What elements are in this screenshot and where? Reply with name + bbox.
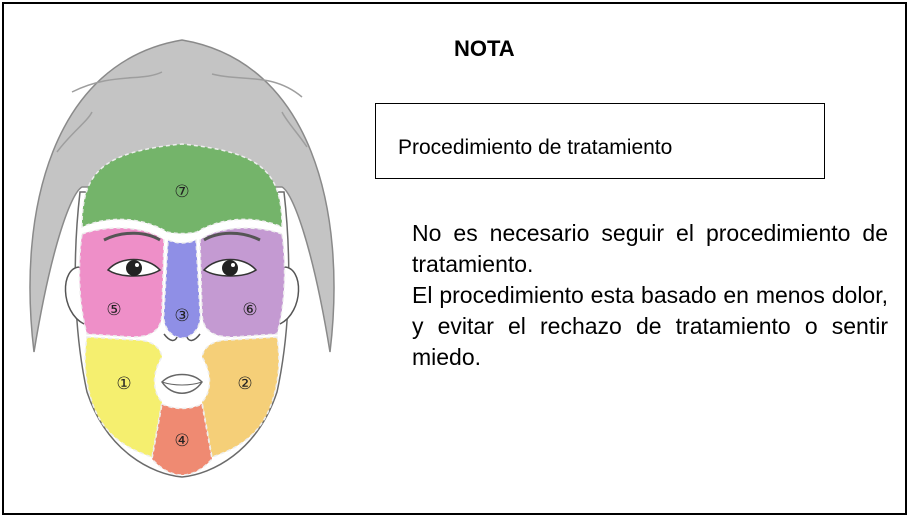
description-line-1: No es necesario seguir el procedimiento …	[412, 220, 888, 277]
zone-number-1: ①	[116, 374, 131, 394]
zone-number-2: ②	[237, 374, 252, 394]
description-text: No es necesario seguir el procedimiento …	[412, 218, 888, 373]
zone-nose	[163, 238, 201, 339]
left-eye	[106, 258, 162, 277]
zone-number-4: ④	[174, 431, 189, 451]
procedure-box: Procedimiento de tratamiento	[375, 103, 825, 179]
procedure-label: Procedimiento de tratamiento	[398, 136, 673, 159]
left-ear	[64, 266, 85, 325]
nostrils	[163, 333, 201, 342]
hair-cap	[29, 39, 335, 353]
right-ear	[279, 266, 300, 325]
page-title: NOTA	[454, 36, 515, 61]
zone-number-5: ⑤	[106, 300, 121, 320]
zone-number-7: ⑦	[174, 182, 189, 202]
zone-left-under-eye	[78, 227, 165, 338]
right-eye	[202, 258, 258, 277]
zone-right-cheek	[201, 336, 280, 458]
description-line-2: El procedimiento esta basado en menos do…	[412, 282, 888, 370]
right-eyebrow	[203, 231, 261, 242]
face-zones-diagram: ① ② ③ ④ ⑤ ⑥ ⑦	[29, 39, 335, 478]
zone-forehead	[81, 143, 283, 235]
mouth	[161, 373, 203, 394]
hair-cap-folds	[56, 71, 308, 153]
left-eyebrow	[103, 231, 161, 242]
zone-right-under-eye	[199, 227, 286, 338]
zone-number-3: ③	[174, 306, 189, 326]
zone-left-cheek	[84, 336, 163, 458]
zone-number-6: ⑥	[242, 300, 257, 320]
zone-chin	[151, 402, 213, 476]
